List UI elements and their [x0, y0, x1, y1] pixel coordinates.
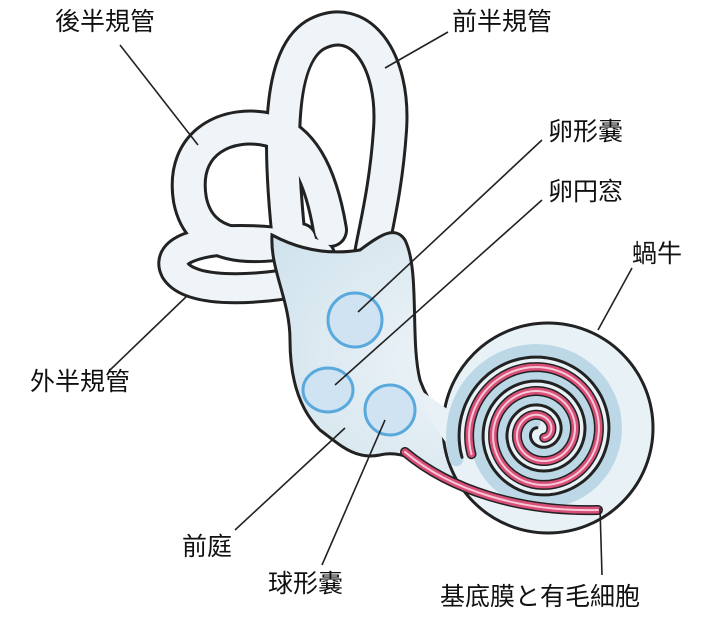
leader-lines [109, 31, 633, 576]
label-oval-window: 卵円窓 [548, 177, 623, 206]
utricle-circle [326, 291, 384, 349]
cochlea-spirals [446, 344, 622, 508]
label-lateral-canal: 外半規管 [30, 367, 130, 396]
label-utricle: 卵形嚢 [548, 117, 623, 146]
label-vestibule: 前庭 [182, 532, 232, 561]
label-saccule: 球形嚢 [268, 569, 343, 598]
label-posterior-canal: 後半規管 [55, 7, 155, 36]
label-cochlea: 蝸牛 [632, 239, 682, 268]
cochlea-duct-spiral [457, 355, 611, 497]
cochlea-shade-spiral [446, 344, 622, 508]
label-basilar-membrane: 基底膜と有毛細胞 [440, 582, 640, 611]
saccule-circle [363, 383, 417, 437]
basilar-spiral-highlight [468, 366, 600, 486]
oval-window [301, 366, 355, 414]
label-anterior-canal: 前半規管 [452, 7, 552, 36]
